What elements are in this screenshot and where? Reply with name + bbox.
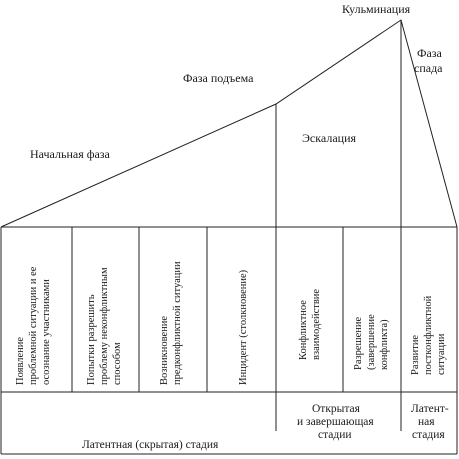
svg-text:Инцидент (столкновение): Инцидент (столкновение) (238, 269, 249, 385)
decline-phase-label-line1: Фаза (417, 46, 443, 60)
initial-phase-label: Начальная фаза (30, 147, 111, 161)
rise-phase-label: Фаза подъема (183, 71, 254, 85)
conflict-curve (0, 19, 458, 228)
decline-phase-label-line2: спада (414, 61, 443, 75)
cell-incident: Инцидент (столкновение) (238, 269, 249, 385)
open-stage-label-line3: стадии (318, 429, 352, 441)
culmination-label: Кульминация (342, 2, 411, 16)
open-stage-label-line2: и завершающая (297, 416, 374, 428)
latent-stage-label: Латентная (скрытая) стадия (82, 439, 219, 451)
open-stage-label-line1: Открытая (312, 403, 361, 415)
late-latent-stage-label-line3: стадия (412, 429, 445, 441)
late-latent-stage-label-line1: Латент- (411, 403, 449, 415)
escalation-label: Эскалация (302, 131, 356, 145)
late-latent-stage-label-line2: ная (418, 416, 435, 428)
